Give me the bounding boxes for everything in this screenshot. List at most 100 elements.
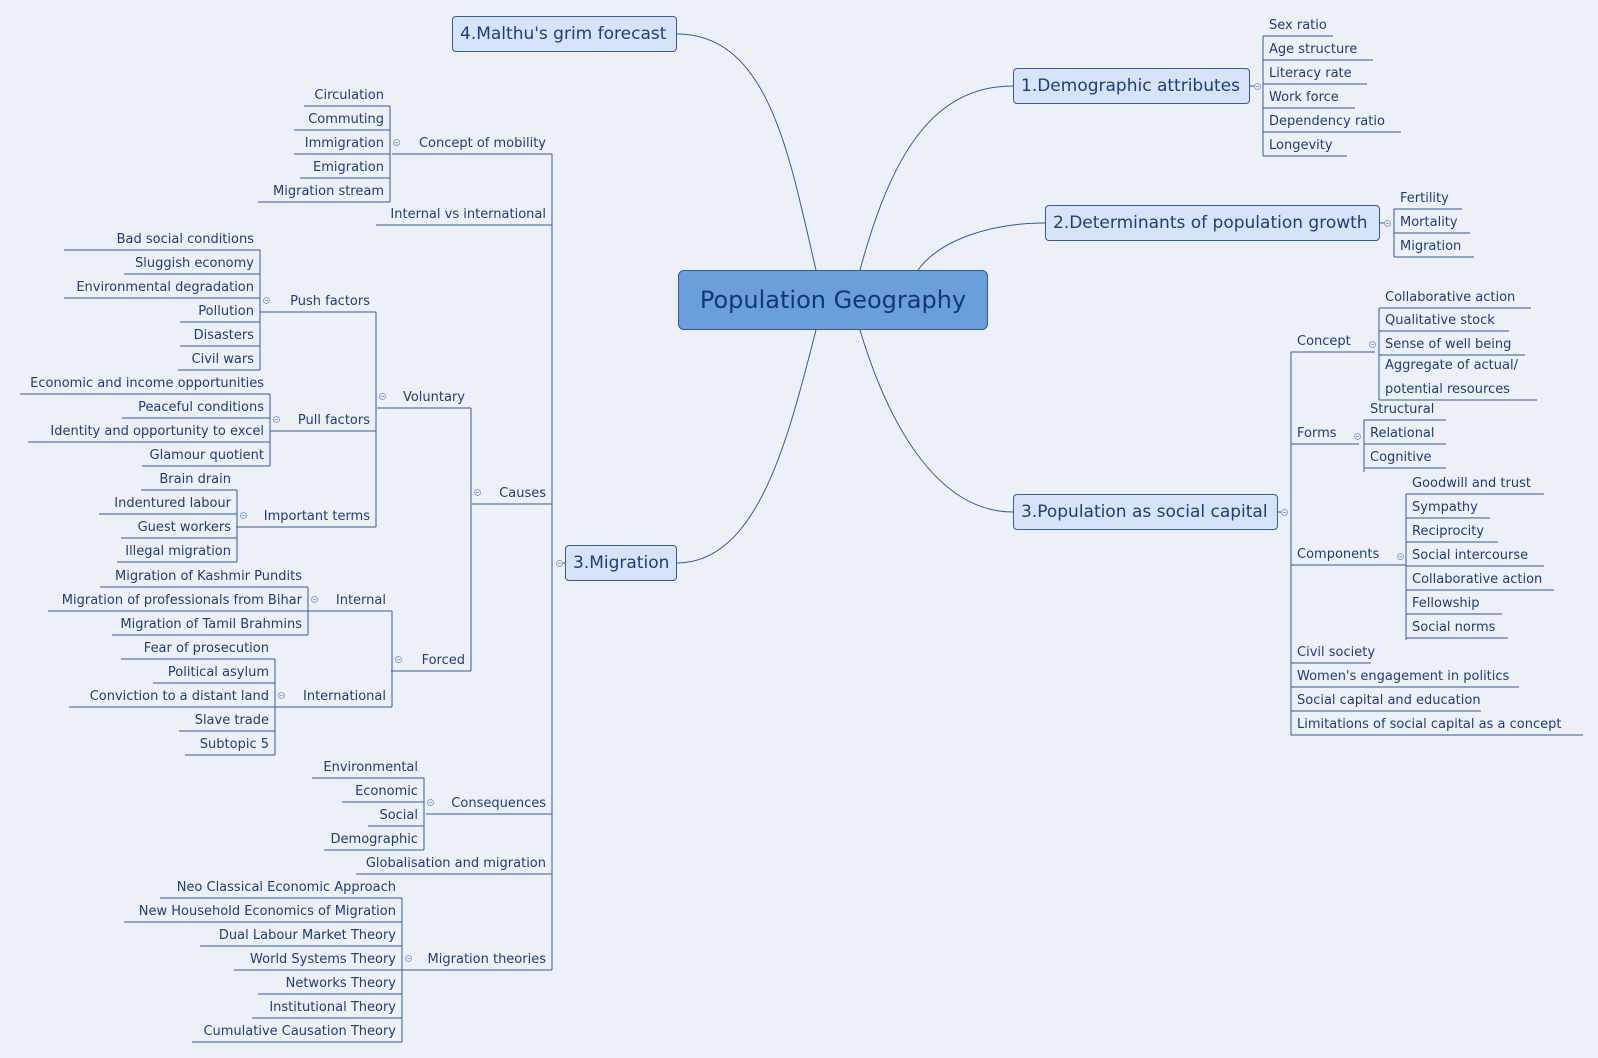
- collapse-icon[interactable]: [474, 489, 481, 496]
- concept-item[interactable]: Aggregate of actual/: [1385, 358, 1518, 373]
- consequence-item[interactable]: Environmental: [323, 760, 418, 775]
- forced-label[interactable]: Forced: [421, 653, 465, 668]
- concept-item[interactable]: Sense of well being: [1385, 337, 1512, 352]
- collapse-icon[interactable]: [1397, 553, 1404, 560]
- push-item[interactable]: Sluggish economy: [134, 256, 254, 271]
- determinant-item[interactable]: Migration: [1400, 239, 1462, 254]
- pull-item[interactable]: Glamour quotient: [149, 448, 264, 463]
- migration-theories-label[interactable]: Migration theories: [427, 952, 546, 967]
- components-item[interactable]: Goodwill and trust: [1412, 476, 1531, 491]
- international-migration-item[interactable]: Subtopic 5: [199, 737, 269, 752]
- demographic-item[interactable]: Age structure: [1269, 42, 1358, 57]
- push-item[interactable]: Disasters: [193, 328, 254, 343]
- migration-theory-item[interactable]: Institutional Theory: [269, 1000, 396, 1015]
- globalisation-label[interactable]: Globalisation and migration: [365, 856, 546, 871]
- collapse-icon[interactable]: [405, 955, 412, 962]
- social-capital-item[interactable]: Limitations of social capital as a conce…: [1297, 717, 1562, 732]
- demographic-item[interactable]: Literacy rate: [1269, 66, 1352, 81]
- collapse-icon[interactable]: [263, 297, 270, 304]
- voluntary-label[interactable]: Voluntary: [402, 390, 465, 405]
- push-item[interactable]: Environmental degradation: [76, 280, 254, 295]
- consequence-item[interactable]: Social: [379, 808, 418, 823]
- collapse-icon[interactable]: [1384, 220, 1391, 227]
- internal-migration-item[interactable]: Migration of Kashmir Pundits: [115, 569, 302, 584]
- push-item[interactable]: Pollution: [198, 304, 254, 319]
- migration-theory-item[interactable]: Networks Theory: [285, 976, 396, 991]
- mobility-item[interactable]: Immigration: [304, 136, 384, 151]
- concept-label[interactable]: Concept: [1297, 334, 1351, 349]
- collapse-icon[interactable]: [379, 393, 386, 400]
- migration-theory-item[interactable]: New Household Economics of Migration: [138, 904, 396, 919]
- determinant-item[interactable]: Mortality: [1400, 215, 1458, 230]
- central-topic[interactable]: Population Geography: [678, 270, 988, 330]
- pull-item[interactable]: Identity and opportunity to excel: [50, 424, 264, 439]
- demographic-item[interactable]: Work force: [1269, 90, 1339, 105]
- collapse-icon[interactable]: [556, 560, 563, 567]
- important-terms-label[interactable]: Important terms: [263, 509, 370, 524]
- mobility-item[interactable]: Commuting: [308, 112, 384, 127]
- social-capital-item[interactable]: Women's engagement in politics: [1297, 669, 1510, 684]
- collapse-icon[interactable]: [278, 692, 285, 699]
- concept-item[interactable]: potential resources: [1385, 382, 1510, 397]
- components-label[interactable]: Components: [1297, 547, 1380, 562]
- collapse-icon[interactable]: [1281, 509, 1288, 516]
- international-label[interactable]: International: [303, 689, 386, 704]
- international-migration-item[interactable]: Political asylum: [167, 665, 269, 680]
- demographic-item[interactable]: Dependency ratio: [1269, 114, 1385, 129]
- topic-demographic-attributes[interactable]: 1.Demographic attributes: [1013, 68, 1250, 104]
- pull-factors-label[interactable]: Pull factors: [297, 413, 370, 428]
- internal-migration-item[interactable]: Migration of Tamil Brahmins: [120, 617, 302, 632]
- collapse-icon[interactable]: [273, 416, 280, 423]
- components-item[interactable]: Sympathy: [1412, 500, 1478, 515]
- migration-theory-item[interactable]: World Systems Theory: [250, 952, 396, 967]
- consequence-item[interactable]: Economic: [355, 784, 418, 799]
- mobility-item[interactable]: Circulation: [314, 88, 384, 103]
- topic-social-capital[interactable]: 3.Population as social capital: [1013, 494, 1278, 530]
- topic-determinants[interactable]: 2.Determinants of population growth: [1045, 205, 1380, 241]
- demographic-item[interactable]: Sex ratio: [1269, 18, 1327, 33]
- demographic-item[interactable]: Longevity: [1269, 138, 1333, 153]
- mobility-label[interactable]: Concept of mobility: [418, 136, 546, 151]
- concept-item[interactable]: Collaborative action: [1385, 290, 1516, 305]
- collapse-icon[interactable]: [427, 799, 434, 806]
- internal-label[interactable]: Internal: [335, 593, 386, 608]
- internal-migration-item[interactable]: Migration of professionals from Bihar: [61, 593, 302, 608]
- collapse-icon[interactable]: [1369, 341, 1376, 348]
- migration-theory-item[interactable]: Cumulative Causation Theory: [203, 1024, 396, 1039]
- concept-item[interactable]: Qualitative stock: [1385, 313, 1495, 328]
- components-item[interactable]: Collaborative action: [1412, 572, 1543, 587]
- topic-migration[interactable]: 3.Migration: [565, 545, 677, 581]
- migration-theory-item[interactable]: Neo Classical Economic Approach: [176, 880, 396, 895]
- international-migration-item[interactable]: Fear of prosecution: [143, 641, 269, 656]
- internal-vs-international[interactable]: Internal vs international: [390, 207, 546, 222]
- collapse-icon[interactable]: [393, 139, 400, 146]
- important-term-item[interactable]: Illegal migration: [125, 544, 231, 559]
- determinant-item[interactable]: Fertility: [1400, 191, 1449, 206]
- forms-label[interactable]: Forms: [1297, 426, 1337, 441]
- mobility-item[interactable]: Migration stream: [273, 184, 384, 199]
- components-item[interactable]: Social intercourse: [1412, 548, 1529, 563]
- consequence-item[interactable]: Demographic: [330, 832, 418, 847]
- important-term-item[interactable]: Brain drain: [159, 472, 231, 487]
- topic-malthus[interactable]: 4.Malthu's grim forecast: [452, 16, 677, 52]
- pull-item[interactable]: Peaceful conditions: [138, 400, 264, 415]
- components-item[interactable]: Social norms: [1412, 620, 1496, 635]
- forms-item[interactable]: Cognitive: [1370, 450, 1432, 465]
- push-item[interactable]: Bad social conditions: [116, 232, 254, 247]
- pull-item[interactable]: Economic and income opportunities: [30, 376, 264, 391]
- collapse-icon[interactable]: [1354, 433, 1361, 440]
- collapse-icon[interactable]: [1254, 83, 1261, 90]
- forms-item[interactable]: Relational: [1370, 426, 1435, 441]
- social-capital-item[interactable]: Civil society: [1297, 645, 1376, 660]
- push-factors-label[interactable]: Push factors: [290, 294, 370, 309]
- mobility-item[interactable]: Emigration: [313, 160, 384, 175]
- migration-theory-item[interactable]: Dual Labour Market Theory: [218, 928, 396, 943]
- components-item[interactable]: Fellowship: [1412, 596, 1480, 611]
- international-migration-item[interactable]: Conviction to a distant land: [89, 689, 269, 704]
- important-term-item[interactable]: Indentured labour: [114, 496, 231, 511]
- forms-item[interactable]: Structural: [1370, 402, 1435, 417]
- social-capital-item[interactable]: Social capital and education: [1297, 693, 1481, 708]
- push-item[interactable]: Civil wars: [191, 352, 254, 367]
- important-term-item[interactable]: Guest workers: [137, 520, 231, 535]
- consequences-label[interactable]: Consequences: [451, 796, 546, 811]
